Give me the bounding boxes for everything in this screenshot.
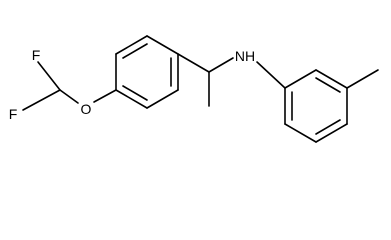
ring-bond	[315, 69, 348, 89]
ring-double-bond	[122, 43, 148, 59]
ring-bond	[146, 89, 179, 109]
aryl-oxygen-bond	[93, 89, 117, 103]
ring-double-bond	[122, 85, 148, 101]
ring-to-methine-bond	[177, 53, 210, 73]
ring-bond	[115, 89, 148, 109]
oxygen-label: O	[81, 101, 92, 117]
left-benzene-ring	[115, 35, 179, 109]
ring-bond	[115, 35, 148, 55]
ring-double-bond	[315, 119, 341, 135]
right-benzene-ring	[284, 69, 348, 143]
molecule-structure: O F F NH	[9, 35, 379, 143]
ring-bond	[284, 69, 317, 89]
difluoromethoxy-group: O F F	[9, 47, 117, 122]
fluorine-top-label: F	[32, 47, 41, 63]
amine-label: NH	[235, 48, 255, 64]
fluorine-bottom-label: F	[9, 106, 18, 122]
structure-diagram: O F F NH	[9, 35, 379, 143]
ring-bond	[315, 123, 348, 143]
carbon-fluorine-bond-top	[37, 61, 61, 91]
ring-double-bond	[315, 77, 341, 93]
ethylamine-linker: NH	[177, 48, 286, 107]
oxygen-carbon-bond	[59, 89, 79, 104]
ring-bond	[284, 123, 317, 143]
ring-bond	[146, 35, 179, 55]
carbon-fluorine-bond-bottom	[22, 89, 61, 111]
aryl-methyl-bond	[346, 69, 379, 89]
methine-to-nitrogen-bond	[208, 57, 234, 73]
nitrogen-to-ring-bond	[256, 61, 286, 89]
